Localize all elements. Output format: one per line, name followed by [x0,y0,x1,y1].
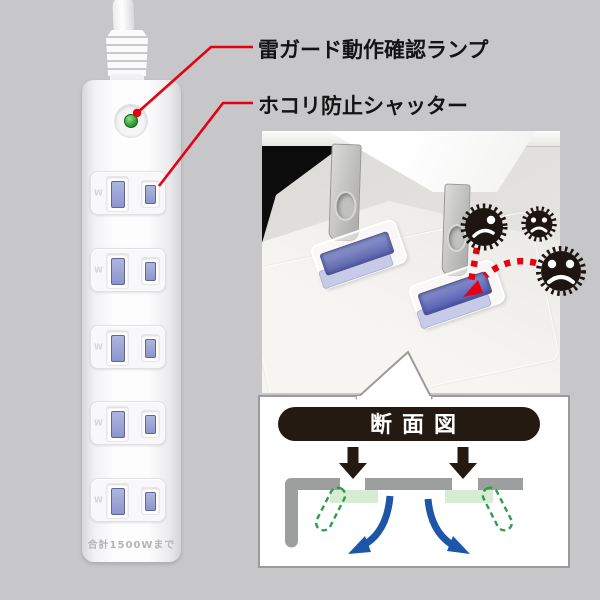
shutter-open-ghost-right [481,486,514,532]
plug-prong-right [441,183,471,277]
outlet-w-mark: W [94,418,103,428]
shutter-left [110,488,125,515]
prong-hole [334,190,358,222]
shutter-left [110,411,125,438]
diagram-title: 断面図 [370,412,466,438]
dust-shutter-label: ホコリ防止シャッター [258,94,468,118]
shutter-left [110,335,125,362]
plug-prong-left [328,143,362,242]
shutter-left [110,181,125,208]
outlet-5: W [90,478,166,522]
shutter-open-ghost-left [314,486,347,532]
cross-section-drawing: 断面図 [278,407,540,554]
wattage-rating-text: 合計1500Wまで [87,540,176,551]
swing-arrow-left [348,495,394,554]
outlet-w-mark: W [94,265,103,275]
insert-arrow-icon [339,447,477,479]
outlet-4: W [90,401,166,445]
outlet-w-mark: W [94,188,103,198]
surge-lamp-label: 雷ガード動作確認ランプ [258,38,489,62]
outlet-slot-right [141,410,160,438]
swing-arrow-right [424,498,470,554]
cord-collar [110,74,144,83]
shutter-right [145,492,156,511]
outlet-slot-left [106,483,129,519]
outlet-slot-right [141,257,160,285]
outlet-slot-right [141,334,160,362]
cross-section-panel: 断面図 [258,395,570,568]
outlet-slot-left [106,330,129,366]
outlet-2: W [90,248,166,292]
surge-lamp-led [124,114,138,128]
cord-strain-relief [106,30,148,76]
outlet-w-mark: W [94,342,103,352]
outlet-slot-right [141,180,160,208]
prong-hole [446,223,468,253]
shutter-right [145,339,156,358]
shutter-left [110,258,125,285]
shutter-closed-right [445,490,493,503]
outlet-3: W [90,325,166,369]
shutter-right [145,415,156,434]
shutter-right [145,262,156,281]
shutter-closed-left [330,490,378,503]
outlet-slot-left [106,406,129,442]
diagram-title-pill [278,407,540,441]
outlet-slot-left [106,253,129,289]
shutter-right [145,185,156,204]
outlet-slot-left [106,176,129,212]
shutter-illustration-photo [262,131,560,393]
outlet-w-mark: W [94,495,103,505]
outlet-1: W [90,171,166,215]
outlet-slot-right [141,487,160,515]
